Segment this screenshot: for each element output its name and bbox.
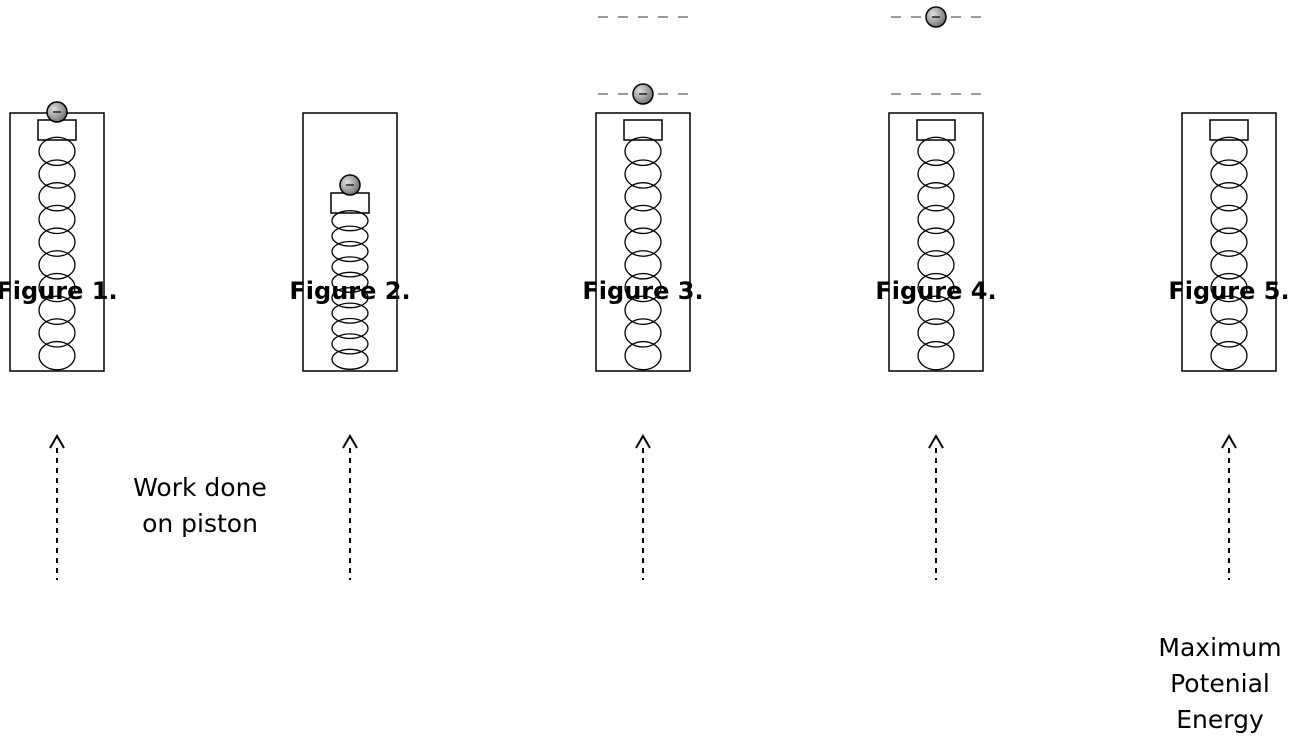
spring-coil	[331, 210, 369, 232]
spring-coil	[331, 348, 369, 370]
spring-coil	[38, 204, 76, 235]
pe-line3: Energy	[1176, 705, 1264, 734]
spring-coil	[624, 250, 662, 280]
spring-coil	[917, 227, 955, 257]
spring-coil	[1210, 272, 1248, 303]
spring-coil	[1210, 136, 1248, 167]
spring-1	[38, 136, 76, 371]
figure-4-label: Figure 4.	[875, 277, 997, 305]
spring-4	[917, 136, 955, 371]
spring-coil	[1210, 340, 1248, 371]
spring-coil	[624, 159, 662, 189]
spring-coil	[917, 182, 955, 212]
spring-coil	[38, 136, 76, 167]
spring-coil	[917, 204, 955, 235]
dotted-arrow-4	[928, 434, 944, 580]
dotted-arrow-1	[49, 434, 65, 580]
spring-coil	[624, 204, 662, 235]
spring-3	[624, 136, 662, 371]
spring-coil	[331, 333, 369, 355]
spring-coil	[38, 182, 76, 212]
spring-coil	[917, 340, 955, 371]
spring-coil	[1210, 250, 1248, 280]
spring-coil	[917, 136, 955, 167]
figure-2	[302, 112, 398, 372]
max-potential-energy-annotation: Maximum Potenial Energy	[1135, 630, 1305, 738]
spring-coil	[38, 340, 76, 371]
piston-spring-diagram	[9, 6, 1277, 580]
spring-coil	[624, 227, 662, 257]
spring-coil	[1210, 318, 1248, 348]
dotted-arrow-5	[1221, 434, 1237, 580]
spring-coil	[1210, 227, 1248, 257]
work-done-line1: Work done	[133, 473, 267, 502]
spring-coil	[1210, 204, 1248, 235]
spring-coil	[331, 302, 369, 324]
spring-coil	[624, 182, 662, 212]
spring-coil	[331, 256, 369, 278]
spring-coil	[38, 272, 76, 303]
spring-coil	[331, 225, 369, 247]
spring-coil	[38, 250, 76, 280]
piston-4	[916, 119, 956, 141]
arrow-head-3	[635, 434, 651, 449]
spring-coil	[917, 272, 955, 303]
pe-line1: Maximum	[1158, 633, 1282, 662]
piston-5	[1209, 119, 1249, 141]
spring-coil	[38, 295, 76, 325]
dotted-arrow-3	[635, 434, 651, 580]
arrow-head-5	[1221, 434, 1237, 449]
cylinder-2	[302, 112, 398, 372]
spring-coil	[38, 159, 76, 189]
arrow-head-4	[928, 434, 944, 449]
figure-1-label: Figure 1.	[0, 277, 118, 305]
spring-coil	[624, 136, 662, 167]
piston-3	[623, 119, 663, 141]
cylinder-1	[9, 112, 105, 372]
figure-5	[1181, 112, 1277, 372]
figure-1	[9, 101, 105, 372]
arrow-head-1	[49, 434, 65, 449]
arrow-head-2	[342, 434, 358, 449]
figure-5-label: Figure 5.	[1168, 277, 1290, 305]
spring-coil	[917, 318, 955, 348]
spring-2	[331, 210, 369, 370]
figure-3	[595, 16, 691, 372]
spring-coil	[1210, 159, 1248, 189]
figure-2-label: Figure 2.	[289, 277, 411, 305]
spring-coil	[331, 317, 369, 340]
figure-3-label: Figure 3.	[582, 277, 704, 305]
work-done-line2: on piston	[142, 509, 258, 538]
spring-coil	[624, 272, 662, 303]
spring-coil	[917, 295, 955, 325]
pe-line2: Potenial	[1170, 669, 1270, 698]
spring-coil	[331, 287, 369, 309]
spring-5	[1210, 136, 1248, 371]
piston-2	[330, 192, 370, 214]
spring-coil	[624, 318, 662, 348]
spring-coil	[1210, 295, 1248, 325]
cylinder-5	[1181, 112, 1277, 372]
spring-coil	[331, 271, 369, 293]
spring-coil	[38, 227, 76, 257]
work-done-annotation: Work done on piston	[100, 470, 300, 542]
spring-coil	[331, 240, 369, 263]
spring-coil	[624, 295, 662, 325]
spring-coil	[917, 250, 955, 280]
spring-coil	[624, 340, 662, 371]
figure-4	[888, 6, 984, 372]
cylinder-4	[888, 112, 984, 372]
spring-coil	[1210, 182, 1248, 212]
dotted-arrow-2	[342, 434, 358, 580]
spring-coil	[38, 318, 76, 348]
cylinder-3	[595, 112, 691, 372]
spring-coil	[917, 159, 955, 189]
